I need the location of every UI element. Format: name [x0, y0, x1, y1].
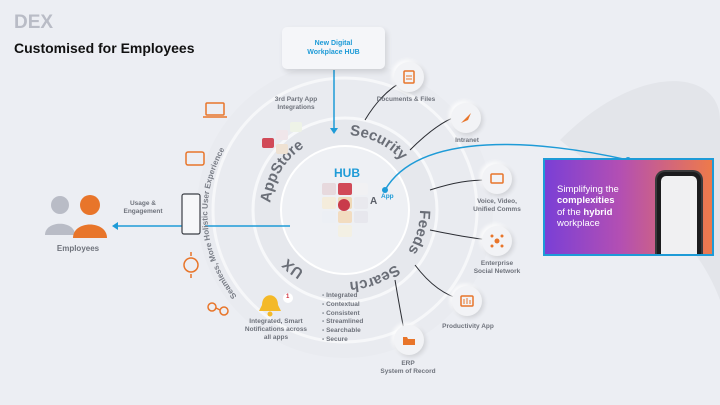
bullet-item: Integrated: [322, 292, 363, 301]
new-hub-box: New Digital Workplace HUB: [282, 27, 385, 69]
page-subtitle: Customised for Employees: [14, 40, 195, 56]
hub-box-arrowhead: [330, 128, 338, 134]
promo-line-1: Simplifying the: [557, 184, 619, 195]
intranet-node: [451, 103, 481, 133]
productivity-icon: [460, 295, 474, 307]
hub-attributes-list: Integrated Contextual Consistent Streaml…: [322, 292, 363, 345]
promo-phone-screen: [661, 176, 697, 254]
documents-node: [394, 62, 424, 92]
productivity-label: Productivity App: [442, 323, 494, 330]
promo-line-2: complexities: [557, 195, 615, 207]
documents-label: Documents & Files: [376, 96, 436, 103]
glasses-icon: [207, 302, 229, 316]
rocket-icon: [461, 113, 471, 123]
third-party-tiles: [262, 122, 302, 154]
hub-title: HUB: [334, 166, 360, 180]
promo-line-3: of the hybrid: [557, 207, 657, 218]
watch-icon: [183, 252, 199, 278]
promo-connector: [384, 143, 629, 191]
enterprise-node: [482, 226, 512, 256]
voice-label: Voice, Video, Unified Comms: [473, 198, 521, 214]
bell-icon: [259, 293, 293, 317]
usage-label: Usage & Engagement: [123, 200, 163, 216]
notification-count: 1: [286, 294, 290, 300]
intranet-label: Intranet: [455, 137, 479, 144]
bullet-item: Consistent: [322, 310, 363, 319]
employees-arrowhead: [112, 222, 118, 230]
bullet-item: Secure: [322, 336, 363, 345]
notifications-label: Integrated, Smart Notifications across a…: [244, 318, 308, 342]
promo-line-4: workplace: [557, 218, 600, 230]
hub-letter: A: [370, 196, 378, 207]
bullet-item: Streamlined: [322, 318, 363, 327]
employees-label: Employees: [56, 244, 100, 253]
voice-node: [482, 164, 512, 194]
hub-tiles: [322, 183, 368, 237]
app-dot: [382, 187, 388, 193]
erp-node: [394, 325, 424, 355]
promo-line-3-pre: of the: [557, 206, 581, 218]
network-icon: [490, 234, 504, 248]
promo-phone-image: [657, 172, 701, 254]
erp-label: ERP System of Record: [380, 360, 436, 376]
employees-icon: [45, 195, 107, 238]
enterprise-label: Enterprise Social Network: [473, 260, 521, 276]
laptop-icon: [203, 102, 227, 118]
phone-device-icon: [181, 193, 201, 235]
video-call-icon: [490, 173, 504, 184]
folder-icon: [403, 337, 415, 345]
promo-text: Simplifying the complexities of the hybr…: [557, 184, 657, 230]
bullet-item: Contextual: [322, 301, 363, 310]
bullet-item: Searchable: [322, 327, 363, 336]
document-icon: [403, 70, 415, 84]
promo-banner: Simplifying the complexities of the hybr…: [543, 158, 714, 256]
productivity-node: [452, 286, 482, 316]
page-title: DEX: [14, 12, 54, 33]
app-label: App: [381, 193, 394, 200]
third-party-label: 3rd Party App Integrations: [274, 96, 318, 112]
tablet-icon: [185, 151, 205, 166]
promo-line-3-bold: hybrid: [583, 206, 613, 218]
